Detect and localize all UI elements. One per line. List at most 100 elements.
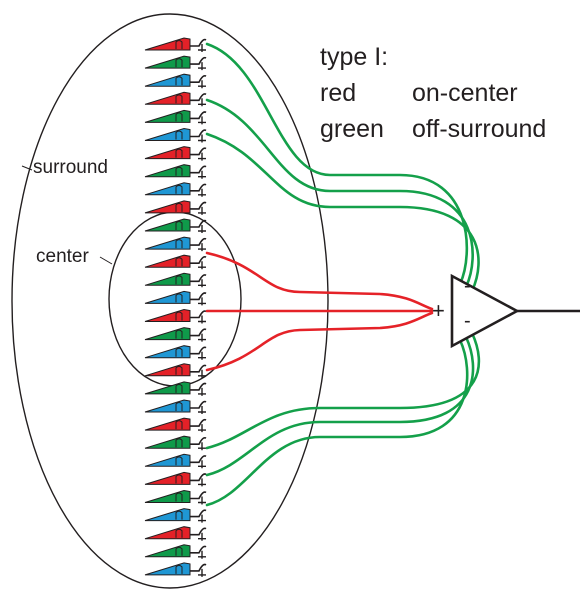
receptor-terminal xyxy=(198,170,206,179)
receptor-inner-segment xyxy=(175,438,183,448)
inhibitory-minus-top: - xyxy=(464,275,471,297)
receptor-outer-segment xyxy=(144,417,191,431)
receptor-inner-segment xyxy=(175,564,183,574)
receptor-outer-segment xyxy=(144,562,191,576)
receptor-green xyxy=(144,109,207,125)
center-label: center xyxy=(36,246,89,267)
receptor-red xyxy=(144,417,207,433)
receptor-axon xyxy=(190,75,207,83)
receptor-inner-segment xyxy=(175,239,183,249)
receptor-green xyxy=(144,327,207,342)
surround-leader-line xyxy=(21,165,33,171)
receptor-axon xyxy=(190,219,207,228)
receptor-outer-segment xyxy=(144,272,191,286)
surround-label: surround xyxy=(33,157,108,178)
receptor-blue xyxy=(144,508,207,523)
receptor-axon xyxy=(190,328,207,337)
inhibitory-minus-bottom: - xyxy=(464,310,471,332)
receptor-inner-segment xyxy=(175,221,183,230)
receptor-terminal xyxy=(198,568,206,577)
receptor-inner-segment xyxy=(175,383,183,393)
receptor-terminal xyxy=(198,514,206,523)
receptor-outer-segment xyxy=(144,164,191,178)
receptor-axon xyxy=(190,563,207,572)
inhibitory-wire-bottom xyxy=(205,331,481,450)
receptor-outer-segment xyxy=(144,435,191,449)
wiring xyxy=(205,42,481,507)
receptor-axon xyxy=(190,292,207,301)
receptor-outer-segment xyxy=(144,471,191,485)
receptor-outer-segment xyxy=(144,109,191,123)
receptor-terminal xyxy=(198,80,206,89)
receptor-inner-segment xyxy=(175,365,183,375)
receptor-axon xyxy=(190,400,207,409)
receptor-blue xyxy=(144,399,207,414)
receptor-terminal xyxy=(198,152,206,161)
receptor-inner-segment xyxy=(175,492,183,502)
receptor-outer-segment xyxy=(144,182,191,196)
receptor-inner-segment xyxy=(175,130,183,140)
legend-green-description: off-surround xyxy=(412,115,547,143)
receptor-outer-segment xyxy=(144,55,191,69)
receptor-terminal xyxy=(198,424,206,433)
receptor-inner-segment xyxy=(175,257,183,267)
receptor-inner-segment xyxy=(175,293,183,303)
inhibitory-wire-top xyxy=(205,42,469,286)
amplifier-triangle xyxy=(450,273,520,349)
receptor-terminal xyxy=(198,279,206,288)
receptor-outer-segment xyxy=(144,146,191,160)
receptor-inner-segment xyxy=(175,76,183,86)
receptor-inner-segment xyxy=(175,546,183,556)
receptor-green xyxy=(144,435,207,451)
receptor-inner-segment xyxy=(175,347,183,357)
receptor-axon xyxy=(190,111,207,120)
receptor-axon xyxy=(190,274,207,283)
receptor-terminal xyxy=(198,478,206,487)
receptor-inner-segment xyxy=(175,510,183,520)
receptor-inner-segment xyxy=(175,329,183,339)
receptor-terminal xyxy=(198,406,206,414)
receptor-inner-segment xyxy=(175,528,183,538)
receptor-blue xyxy=(144,182,207,197)
receptor-blue xyxy=(144,453,207,469)
receptor-axon xyxy=(190,56,207,65)
receptor-inner-segment xyxy=(175,112,183,122)
receptor-green xyxy=(144,489,207,505)
receptor-terminal xyxy=(198,532,206,541)
receptor-axon xyxy=(190,509,207,518)
receptor-outer-segment xyxy=(144,37,191,51)
receptor-red xyxy=(144,254,207,270)
receptor-green xyxy=(144,164,207,179)
receptor-axon xyxy=(190,364,207,373)
receptor-axon xyxy=(190,491,207,500)
receptor-inner-segment xyxy=(175,202,183,212)
inhibitory-wire-top xyxy=(205,98,474,289)
receptor-axon xyxy=(190,38,207,47)
receptor-axon xyxy=(190,256,207,264)
receptor-outer-segment xyxy=(144,363,191,377)
receptor-axon xyxy=(190,418,207,427)
receptor-outer-segment xyxy=(144,200,191,214)
receptor-terminal xyxy=(198,44,206,52)
receptor-terminal xyxy=(198,134,206,143)
receptor-green xyxy=(144,218,207,233)
receptor-inner-segment xyxy=(175,148,183,158)
surround-field-outline xyxy=(11,13,329,589)
receptor-outer-segment xyxy=(144,453,191,467)
inhibitory-wire-top xyxy=(205,132,480,293)
legend-red-description: on-center xyxy=(412,79,518,107)
legend-red-word: red xyxy=(320,79,357,107)
receptor-red xyxy=(144,37,207,52)
receptor-green xyxy=(144,272,207,288)
receptor-axon xyxy=(190,346,207,355)
receptor-red xyxy=(144,363,207,378)
receptor-axon xyxy=(190,310,207,319)
receptor-outer-segment xyxy=(144,345,191,359)
receptor-inner-segment xyxy=(175,94,183,104)
receptor-axon xyxy=(190,201,207,210)
receptor-terminal xyxy=(198,387,206,396)
excitatory-wire xyxy=(205,311,434,372)
receptor-terminal xyxy=(198,496,206,505)
